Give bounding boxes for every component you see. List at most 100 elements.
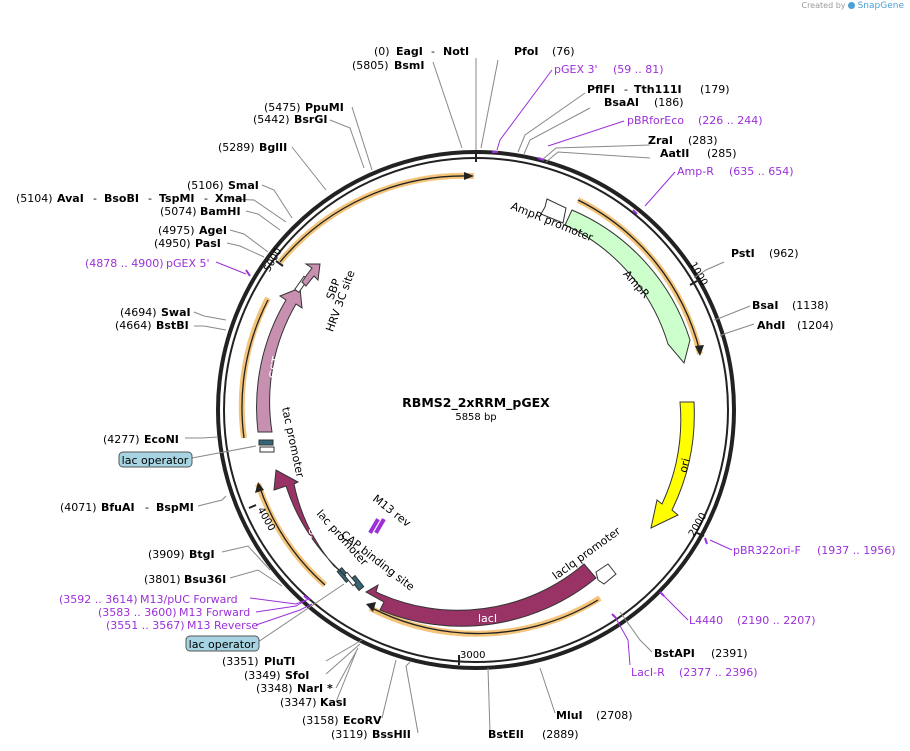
enzyme-bsshii: BssHII xyxy=(372,728,411,741)
enzyme-btgi: BtgI xyxy=(189,548,215,561)
enzyme-pflfi: PflFI xyxy=(587,83,615,96)
feature-lacz-alpha xyxy=(273,469,347,577)
enzyme-pluti-pos: (3351) xyxy=(222,655,259,668)
enzyme-bsu36i: Bsu36I xyxy=(184,573,226,586)
enzyme-bglii-pos: (5289) xyxy=(218,141,255,154)
enzyme-kasi-pos: (3347) xyxy=(280,696,317,709)
enzyme-ahdi: AhdI xyxy=(757,319,785,332)
primer-m13-rev: M13 Reverse xyxy=(187,619,258,632)
label-laci: lacI xyxy=(478,612,497,625)
primer-m13-puc: M13/pUC Forward xyxy=(140,593,238,606)
enzyme-dash-bspmi: - xyxy=(145,501,149,514)
credit-brand: SnapGene xyxy=(857,1,904,11)
primer-pbrforeco: pBRforEco xyxy=(627,114,684,127)
enzyme-labels: (0) EagI - NotI (5805) BsmI PfoI (76) Pf… xyxy=(16,45,834,741)
enzyme-bstapi-pos: (2391) xyxy=(711,647,748,660)
enzyme-bstbi-pos: (4664) xyxy=(115,319,152,332)
enzyme-xmai: XmaI xyxy=(215,192,246,205)
enzyme-bspmi: BspMI xyxy=(156,501,194,514)
backbone-outer xyxy=(216,150,736,670)
label-hrv-3c-site: HRV 3C site xyxy=(323,268,357,333)
enzyme-bamhi: BamHI xyxy=(200,205,241,218)
enzyme-pfoi: PfoI xyxy=(514,45,539,58)
feature-tac-promoter xyxy=(258,439,274,446)
features xyxy=(256,198,695,627)
label-tac-promoter: tac promoter xyxy=(279,406,307,479)
badge-label-2: lac operator xyxy=(189,638,256,651)
enzyme-noti: NotI xyxy=(443,45,469,58)
enzyme-bsmi: BsmI xyxy=(394,59,425,72)
feature-lac-promoter xyxy=(343,571,357,587)
feature-ampr-promoter xyxy=(540,198,567,224)
enzyme-psti: PstI xyxy=(731,247,755,260)
primer-leader-lines xyxy=(215,69,733,666)
enzyme-dash-tspmi: - xyxy=(148,192,152,205)
primer-laci-r: LacI-R xyxy=(631,666,665,679)
enzyme-bsaai-pos: (186) xyxy=(654,96,684,109)
feature-laci xyxy=(364,563,597,627)
enzyme-bsaai: BsaAI xyxy=(604,96,639,109)
enzyme-zrai: ZraI xyxy=(648,134,673,147)
enzyme-mlui: MluI xyxy=(556,709,583,722)
enzyme-swai: SwaI xyxy=(161,306,191,319)
snapgene-logo-icon xyxy=(848,2,856,9)
enzyme-smai: SmaI xyxy=(228,179,259,192)
orf-arc-ampr-head xyxy=(695,345,704,356)
enzyme-econi: EcoNI xyxy=(144,433,179,446)
primer-laci-r-range: (2377 .. 2396) xyxy=(679,666,758,679)
feature-m13-rev-2 xyxy=(374,518,386,534)
primer-pgex5-range: (4878 .. 4900) xyxy=(85,257,164,270)
feature-laciq-promoter xyxy=(595,563,617,585)
enzyme-aatii-pos: (285) xyxy=(707,147,737,160)
primer-pbrforeco-range: (226 .. 244) xyxy=(698,114,763,127)
primer-l4440-range: (2190 .. 2207) xyxy=(737,614,816,627)
enzyme-nari: NarI * xyxy=(297,682,333,695)
enzyme-bsshii-pos: (3119) xyxy=(331,728,368,741)
label-gst: GST xyxy=(267,355,284,379)
enzyme-kasi: KasI xyxy=(320,696,347,709)
orf-arc-lacz-head xyxy=(255,482,264,493)
snapgene-credit: Created by SnapGene xyxy=(801,1,904,11)
enzyme-agei-pos: (4975) xyxy=(158,224,195,237)
feature-gst xyxy=(256,287,303,433)
primer-pbr322ori: pBR322ori-F xyxy=(733,544,801,557)
orf-arc-lacz-line xyxy=(259,487,326,586)
enzyme-eagi: EagI xyxy=(396,45,423,58)
enzyme-ppumi: PpuMI xyxy=(305,101,344,114)
primer-m13-fwd: M13 Forward xyxy=(179,606,250,619)
enzyme-dash-noti: - xyxy=(431,45,435,58)
enzyme-nari-pos: (3348) xyxy=(256,682,293,695)
enzyme-swai-pos: (4694) xyxy=(120,306,157,319)
enzyme-bsai: BsaI xyxy=(752,299,778,312)
enzyme-econi-pos: (4277) xyxy=(103,433,140,446)
enzyme-ahdi-pos: (1204) xyxy=(797,319,834,332)
enzyme-ecorv: EcoRV xyxy=(343,714,382,727)
primer-pgex3-range: (59 .. 81) xyxy=(613,63,664,76)
enzyme-ppumi-pos: (5475) xyxy=(264,101,301,114)
primer-m13-fwd-range: (3583 .. 3600) xyxy=(98,606,177,619)
enzyme-dash-xmai: - xyxy=(204,192,208,205)
enzyme-sfoi-pos: (3349) xyxy=(244,669,281,682)
enzyme-psti-pos: (962) xyxy=(769,247,799,260)
enzyme-tspmi: TspMI xyxy=(159,192,195,205)
enzyme-pasi: PasI xyxy=(195,237,221,250)
enzyme-bsrgi-pos: (5442) xyxy=(253,113,290,126)
enzyme-tth111i: Tth111I xyxy=(634,83,682,96)
enzyme-bamhi-pos: (5074) xyxy=(160,205,197,218)
enzyme-tth111i-pos: (179) xyxy=(700,83,730,96)
primer-bars xyxy=(245,151,708,619)
orf-arc-ampr-line xyxy=(577,199,701,353)
orf-arc-top xyxy=(277,172,475,264)
label-ori: ori xyxy=(677,457,693,474)
primer-pgex3: pGEX 3' xyxy=(554,63,598,76)
enzyme-dash-tth: - xyxy=(624,83,628,96)
primer-m13-rev-range: (3551 .. 3567) xyxy=(106,619,185,632)
enzyme-pluti: PluTI xyxy=(264,655,295,668)
orf-arc-laci-head xyxy=(366,602,376,612)
enzyme-pasi-pos: (4950) xyxy=(154,237,191,250)
orf-arc-gst-line xyxy=(241,299,269,439)
enzyme-bstapi: BstAPI xyxy=(654,647,695,660)
plasmid-length: 5858 bp xyxy=(455,412,496,423)
leader-lines xyxy=(185,58,755,734)
primer-labels: pGEX 3' (59 .. 81) pBRforEco (226 .. 244… xyxy=(59,63,896,679)
